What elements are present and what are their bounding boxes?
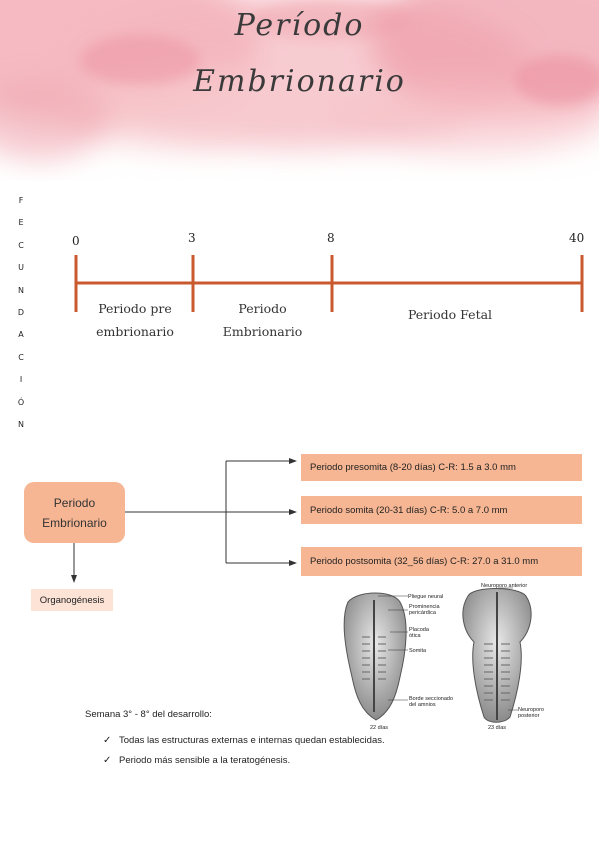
label-somita: Somita: [409, 648, 427, 654]
check-icon: ✓: [103, 755, 112, 766]
side-letter: N: [18, 419, 24, 429]
arrow-head: [289, 458, 297, 464]
side-letter: N: [18, 285, 24, 295]
label-borde: del amnios: [409, 702, 436, 708]
label-placoda: ótica: [409, 633, 422, 639]
label-borde: Borde seccionado: [409, 696, 453, 702]
period-embrionario: Periodo Embrionario: [205, 297, 320, 343]
period-fetal: Periodo Fetal: [370, 303, 530, 326]
label-prominencia: Prominencia: [409, 604, 441, 610]
label-placoda: Placoda: [409, 627, 430, 633]
label-prominencia: pericárdica: [409, 610, 437, 616]
timeline-tick-label: 0: [72, 234, 80, 248]
period-label-line: Periodo: [238, 301, 287, 316]
arrow-head: [289, 509, 297, 515]
timeline-tick-label: 8: [327, 231, 335, 245]
side-letter: F: [18, 196, 24, 205]
title-line-1: Período: [234, 8, 365, 43]
side-letter: Ó: [17, 397, 25, 407]
arrow-head: [289, 560, 297, 566]
period-label-line: Embrionario: [222, 324, 303, 339]
note-text: Periodo más sensible a la teratogénesis.: [119, 755, 291, 766]
period-pre-embrionario: Periodo pre embrionario: [80, 297, 190, 343]
period-label-line: Periodo Fetal: [407, 307, 493, 322]
main-box-periodo-embrionario: Periodo Embrionario: [24, 482, 125, 543]
vertical-side-label: F E C U N D A C I Ó N: [15, 190, 27, 436]
branch-postsomita: Periodo postsomita (32_56 días) C-R: 27.…: [301, 547, 582, 576]
side-letter: A: [18, 330, 24, 340]
period-label-line: Periodo pre: [98, 301, 172, 316]
embryo-left: [343, 592, 407, 721]
label-neuroporo-anterior: Neuroporo anterior: [481, 583, 527, 589]
notes-heading: Semana 3° - 8° del desarrollo:: [85, 709, 212, 720]
embryo-illustration: Pliegue neural Prominencia pericárdica P…: [343, 583, 544, 731]
timeline-tick-label: 40: [569, 231, 585, 245]
note-text: Todas las estructuras externas e interna…: [119, 735, 385, 746]
organogenesis-box: Organogénesis: [31, 589, 113, 611]
side-letter: E: [18, 218, 24, 228]
title-line-2: Embrionario: [193, 64, 406, 99]
label-age-left: 22 días: [370, 725, 388, 731]
branch-presomita: Periodo presomita (8-20 días) C-R: 1.5 a…: [301, 454, 582, 481]
side-letter: C: [18, 240, 24, 250]
period-label-line: embrionario: [96, 324, 174, 339]
side-letter: U: [18, 263, 24, 273]
label-pliegue-neural: Pliegue neural: [408, 594, 443, 600]
check-icon: ✓: [103, 735, 112, 746]
main-box-line: Periodo: [53, 495, 96, 510]
branch-somita: Periodo somita (20-31 días) C-R: 5.0 a 7…: [301, 496, 582, 524]
label-neuroporo-posterior: Neuroporo: [518, 707, 544, 713]
main-box-line: Embrionario: [42, 515, 107, 530]
side-letter: I: [19, 375, 23, 385]
side-letter: C: [18, 352, 24, 362]
arrow-head: [71, 575, 77, 583]
side-letter: D: [17, 307, 25, 317]
watercolor-header-background: [0, 0, 599, 160]
label-neuroporo-posterior: posterior: [518, 713, 540, 719]
timeline-tick-label: 3: [188, 231, 196, 245]
note-item: ✓ Periodo más sensible a la teratogénesis…: [103, 755, 290, 766]
label-age-right: 23 días: [488, 725, 506, 731]
note-item: ✓ Todas las estructuras externas e intern…: [103, 735, 385, 746]
